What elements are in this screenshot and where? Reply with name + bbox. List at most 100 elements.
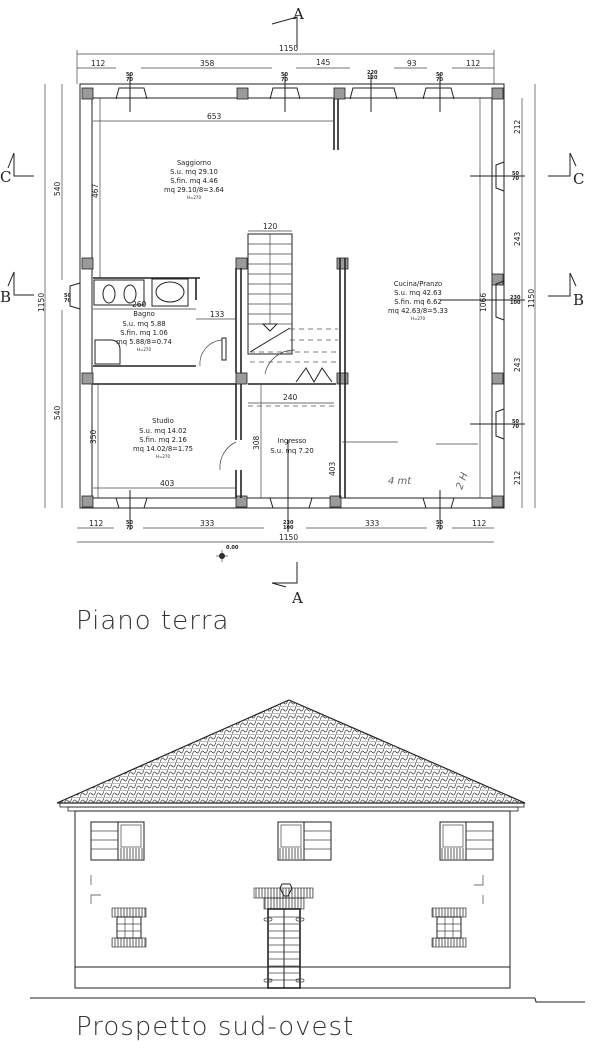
- section-marker-c-left: C: [0, 152, 34, 186]
- svg-text:230: 230: [510, 295, 521, 301]
- svg-text:240: 240: [283, 393, 298, 402]
- lower-windows: [111, 907, 467, 948]
- section-marker-a-top: A: [271, 5, 304, 48]
- svg-text:Saggiorno: Saggiorno: [177, 159, 211, 167]
- svg-text:112: 112: [91, 59, 106, 68]
- svg-text:C: C: [0, 168, 11, 186]
- svg-text:70: 70: [512, 176, 519, 182]
- svg-text:260: 260: [132, 300, 147, 309]
- svg-text:C: C: [573, 170, 584, 188]
- svg-text:S.u. mq 7.20: S.u. mq 7.20: [270, 447, 313, 455]
- svg-text:220: 220: [367, 70, 378, 76]
- svg-text:S.fin. mq 4.46: S.fin. mq 4.46: [170, 177, 218, 185]
- svg-text:70: 70: [436, 525, 443, 531]
- section-marker-a-bottom: A: [271, 562, 303, 607]
- svg-text:4 mt: 4 mt: [388, 476, 412, 487]
- svg-text:70: 70: [126, 77, 133, 83]
- room-cucina-pranzo: Cucina/Pranzo S.u. mq 42.63 S.fin. mq 6.…: [388, 280, 448, 321]
- svg-text:A: A: [291, 589, 303, 607]
- svg-text:333: 333: [365, 519, 380, 528]
- elevation-benchmark: 0.00: [216, 545, 239, 562]
- svg-text:540: 540: [53, 181, 62, 196]
- svg-text:70: 70: [436, 77, 443, 83]
- plan-title: Piano terra: [76, 606, 230, 636]
- staircase: 120: [247, 222, 338, 384]
- svg-text:S.fin. mq 1.06: S.fin. mq 1.06: [120, 329, 168, 337]
- svg-text:S.fin. mq 6.62: S.fin. mq 6.62: [394, 298, 442, 306]
- svg-text:A: A: [292, 5, 304, 23]
- svg-text:403: 403: [160, 479, 175, 488]
- section-marker-c-right: C: [548, 152, 584, 188]
- svg-text:S.u. mq 29.10: S.u. mq 29.10: [170, 168, 218, 176]
- svg-text:B: B: [0, 288, 11, 306]
- svg-text:653: 653: [207, 112, 222, 121]
- svg-text:50: 50: [281, 72, 288, 78]
- svg-text:333: 333: [200, 519, 215, 528]
- svg-text:145: 145: [316, 58, 331, 67]
- svg-text:S.u. mq 5.88: S.u. mq 5.88: [122, 320, 165, 328]
- svg-text:H=270: H=270: [156, 454, 170, 459]
- interior-walls: [93, 99, 346, 498]
- svg-text:50: 50: [126, 72, 133, 78]
- inner-wall: [91, 97, 493, 499]
- svg-text:112: 112: [466, 59, 481, 68]
- svg-text:467: 467: [91, 183, 100, 198]
- svg-text:70: 70: [64, 298, 71, 304]
- section-marker-b-right: B: [548, 272, 584, 309]
- svg-text:mq 42.63/8=5.33: mq 42.63/8=5.33: [388, 307, 448, 315]
- svg-text:70: 70: [512, 424, 519, 430]
- svg-text:243: 243: [513, 357, 522, 372]
- floor-plan: A 1150 112 358 145 93 112: [0, 5, 584, 607]
- elevation-title: Prospetto sud-ovest: [76, 1012, 355, 1042]
- svg-text:B: B: [573, 291, 584, 309]
- svg-text:50: 50: [64, 293, 71, 299]
- svg-text:S.u. mq 14.02: S.u. mq 14.02: [139, 427, 187, 435]
- svg-text:Ingresso: Ingresso: [278, 437, 307, 445]
- elevation-sud-ovest: [30, 699, 585, 1003]
- room-studio: Studio S.u. mq 14.02 S.fin. mq 2.16 mq 1…: [133, 417, 193, 459]
- svg-text:120: 120: [367, 75, 378, 81]
- svg-text:112: 112: [89, 519, 104, 528]
- svg-text:S.u. mq 42.63: S.u. mq 42.63: [394, 289, 442, 297]
- svg-text:133: 133: [210, 310, 225, 319]
- svg-text:50: 50: [512, 419, 519, 425]
- svg-text:50: 50: [436, 520, 443, 526]
- svg-text:1150: 1150: [37, 293, 46, 312]
- svg-text:0.00: 0.00: [226, 545, 239, 551]
- svg-text:358: 358: [200, 59, 215, 68]
- svg-text:112: 112: [472, 519, 487, 528]
- room-saggiorno: Saggiorno S.u. mq 29.10 S.fin. mq 4.46 m…: [164, 159, 224, 200]
- svg-text:50: 50: [126, 520, 133, 526]
- room-bagno: Bagno S.u. mq 5.88 S.fin. mq 1.06 mq 5.8…: [116, 310, 172, 352]
- svg-text:H=270: H=270: [137, 347, 151, 352]
- svg-text:93: 93: [407, 59, 417, 68]
- svg-text:350: 350: [89, 429, 98, 444]
- svg-text:1150: 1150: [527, 289, 536, 308]
- svg-text:1150: 1150: [279, 533, 298, 542]
- entrance-door: [253, 883, 314, 989]
- svg-text:212: 212: [513, 119, 522, 134]
- dim-overall-top: 1150: [279, 44, 298, 53]
- svg-text:Cucina/Pranzo: Cucina/Pranzo: [394, 280, 442, 288]
- pillars: [81, 87, 504, 508]
- svg-text:50: 50: [436, 72, 443, 78]
- svg-text:70: 70: [126, 525, 133, 531]
- svg-text:243: 243: [513, 231, 522, 246]
- svg-text:Studio: Studio: [152, 417, 174, 425]
- svg-text:mq 14.02/8=1.75: mq 14.02/8=1.75: [133, 445, 193, 453]
- svg-text:100: 100: [510, 300, 521, 306]
- svg-text:308: 308: [252, 435, 261, 450]
- upper-windows: [90, 821, 494, 861]
- svg-text:120: 120: [263, 222, 278, 231]
- svg-text:403: 403: [328, 461, 337, 476]
- bathroom-fixtures: 260 133: [93, 278, 236, 367]
- svg-text:H=270: H=270: [187, 195, 201, 200]
- svg-text:230: 230: [283, 520, 294, 526]
- svg-text:Bagno: Bagno: [133, 310, 155, 318]
- svg-text:H=270: H=270: [411, 316, 425, 321]
- svg-text:50: 50: [512, 171, 519, 177]
